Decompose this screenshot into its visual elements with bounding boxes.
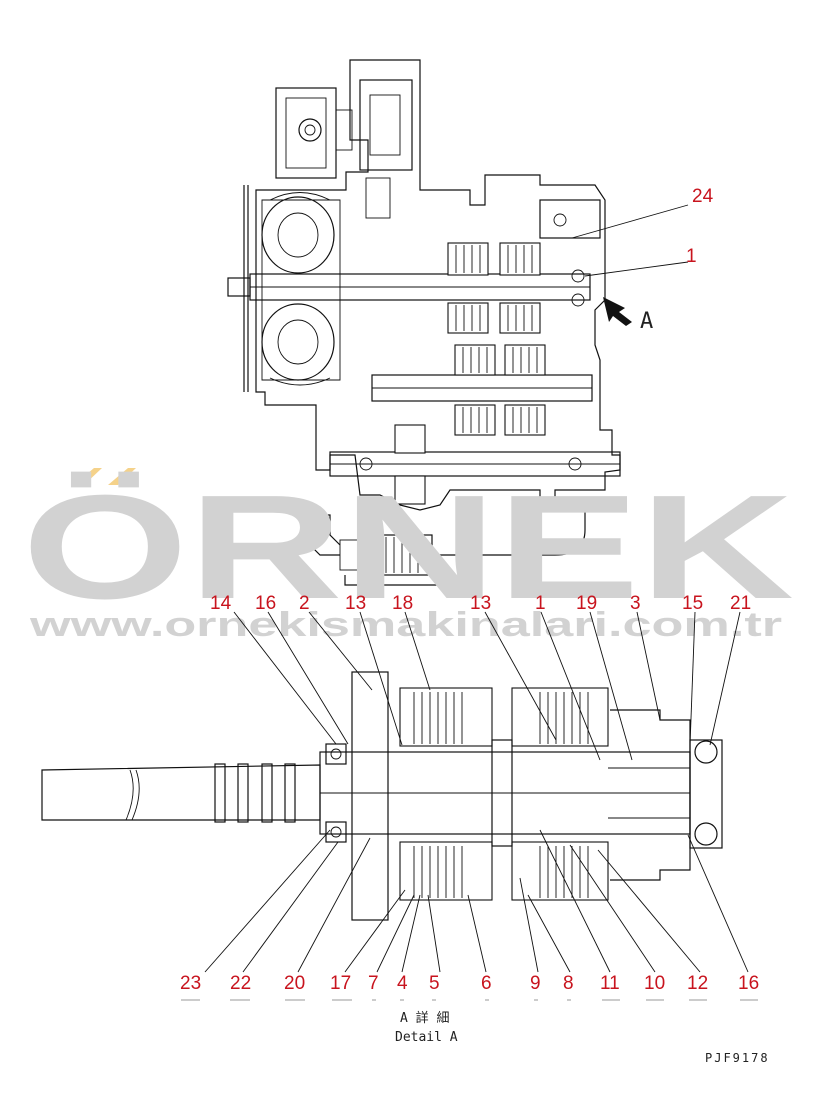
callout-1-top: 1 [686, 246, 697, 267]
callout-22: 22 [230, 973, 251, 994]
watermark-brand: ÖRNEK [22, 465, 794, 630]
watermark-accent-left [74, 468, 102, 485]
callout-19: 19 [576, 593, 597, 614]
callout-24: 24 [692, 186, 714, 207]
callout-10: 10 [644, 973, 665, 994]
callout-17: 17 [330, 973, 351, 994]
callout-3: 3 [630, 593, 641, 614]
top-assembly-view: A 24 1 [227, 59, 714, 586]
detail-a-view: 14 16 2 13 18 13 1 19 3 15 21 23 22 20 1… [41, 593, 759, 1001]
callout-7: 7 [368, 973, 379, 994]
callout-18: 18 [392, 593, 413, 614]
caption-japanese: A 詳 細 [400, 1010, 449, 1026]
watermark-accent-right [108, 468, 136, 485]
callout-20: 20 [284, 973, 305, 994]
callout-14: 14 [210, 593, 232, 614]
drawing-code: PJF9178 [705, 1051, 770, 1065]
caption-english: Detail A [395, 1030, 458, 1045]
ornek-watermark: ÖRNEK www.ornekismakinalari.com.tr [22, 465, 794, 644]
callout-9: 9 [530, 973, 541, 994]
callout-21: 21 [730, 593, 751, 614]
callout-5: 5 [429, 973, 440, 994]
callout-23: 23 [180, 973, 201, 994]
callout-16-bottom: 16 [738, 973, 759, 994]
callout-11: 11 [600, 973, 620, 994]
callout-13-right: 13 [470, 593, 491, 614]
callout-16-top: 16 [255, 593, 276, 614]
view-marker-a: A [640, 309, 653, 334]
callout-1-detail: 1 [535, 593, 546, 614]
callout-8: 8 [563, 973, 574, 994]
callout-15: 15 [682, 593, 703, 614]
callout-13-left: 13 [345, 593, 366, 614]
callout-4: 4 [397, 973, 408, 994]
callout-2: 2 [299, 593, 310, 614]
callout-6: 6 [481, 973, 492, 994]
callout-12: 12 [687, 973, 708, 994]
